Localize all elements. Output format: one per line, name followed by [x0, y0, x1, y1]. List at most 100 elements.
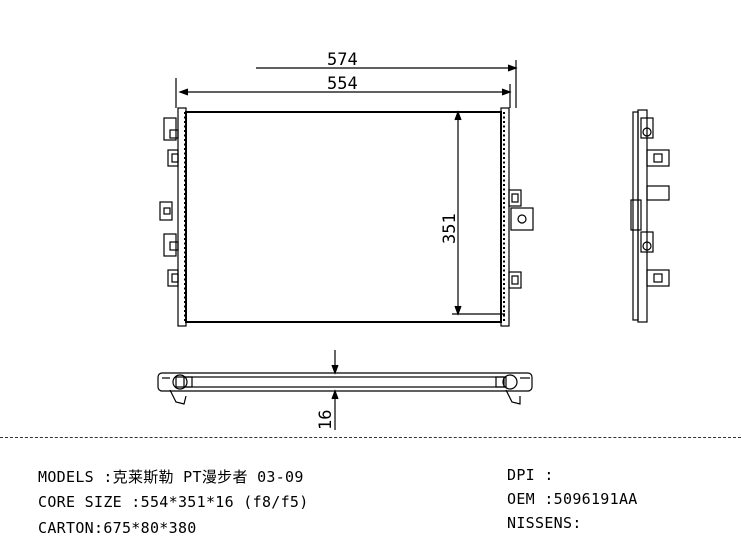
side-view [630, 109, 670, 323]
fin-mark [184, 292, 186, 294]
oem-text: OEM :5096191AA [507, 490, 638, 508]
fin-mark [503, 224, 505, 227]
fin-mark [503, 274, 505, 276]
front-view [159, 60, 534, 327]
fin-mark [503, 247, 505, 249]
fin-mark [503, 292, 505, 294]
fin-mark [184, 175, 186, 177]
fin-mark [184, 238, 186, 240]
fin-mark [184, 125, 186, 128]
fin-mark [184, 247, 186, 249]
dpi-text: DPI : [507, 466, 554, 484]
fin-mark [503, 193, 505, 195]
fin-mark [184, 116, 186, 119]
fin-mark [184, 152, 186, 155]
fin-mark [503, 215, 505, 218]
fin-mark [184, 197, 186, 200]
fin-mark [503, 112, 505, 114]
fin-mark [503, 134, 505, 137]
fin-mark [503, 116, 505, 119]
fin-mark [184, 143, 186, 146]
fin-mark [503, 121, 505, 123]
fin-mark [503, 256, 505, 258]
fin-mark [503, 143, 505, 146]
fin-mark [503, 197, 505, 200]
fin-mark [503, 260, 505, 263]
fin-mark [184, 166, 186, 168]
fin-mark [184, 224, 186, 227]
fin-mark [503, 287, 505, 290]
fin-mark [503, 211, 505, 213]
fin-mark [184, 112, 186, 114]
fin-mark [184, 278, 186, 281]
fin-mark [503, 283, 505, 285]
fin-mark [184, 296, 186, 299]
fin-mark [184, 134, 186, 137]
fin-mark [184, 229, 186, 231]
fin-mark [503, 319, 505, 321]
fin-mark [184, 319, 186, 321]
dimension-554-label: 554 [327, 74, 358, 94]
fin-mark [184, 215, 186, 218]
fin-mark [503, 202, 505, 204]
fin-mark [184, 170, 186, 173]
fin-mark [184, 139, 186, 141]
fin-mark [503, 305, 505, 308]
dimension-574-label: 574 [327, 50, 358, 70]
fin-mark [503, 220, 505, 222]
fin-mark [503, 314, 505, 317]
fin-mark [184, 121, 186, 123]
fin-mark [184, 256, 186, 258]
fin-mark [503, 139, 505, 141]
fin-mark [503, 251, 505, 254]
fin-mark [184, 265, 186, 267]
fin-mark [184, 188, 186, 191]
fin-mark [503, 206, 505, 209]
fin-mark [184, 305, 186, 308]
fin-mark [503, 184, 505, 186]
fin-mark [184, 206, 186, 209]
fin-mark [503, 161, 505, 164]
fin-mark [184, 251, 186, 254]
fin-mark [184, 260, 186, 263]
fin-mark [184, 130, 186, 132]
fin-mark [503, 130, 505, 132]
fin-mark [503, 157, 505, 159]
fin-mark [184, 148, 186, 150]
fin-mark [184, 211, 186, 213]
fin-mark [503, 242, 505, 245]
core-size-text: CORE SIZE :554*351*16 (f8/f5) [38, 493, 309, 511]
fin-mark [503, 238, 505, 240]
fin-mark [503, 265, 505, 267]
fin-mark [503, 170, 505, 173]
fin-mark [184, 157, 186, 159]
fin-mark [184, 202, 186, 204]
fin-mark [503, 148, 505, 150]
fin-mark [184, 269, 186, 272]
fin-mark [184, 283, 186, 285]
fin-mark [503, 278, 505, 281]
fin-mark [184, 193, 186, 195]
nissens-text: NISSENS: [507, 514, 582, 532]
fin-mark [184, 184, 186, 186]
top-view [157, 350, 533, 430]
carton-text: CARTON:675*80*380 [38, 519, 197, 537]
condenser-technical-drawing: 574 554 351 16 [157, 50, 670, 430]
section-divider [0, 437, 741, 438]
fin-mark [184, 314, 186, 317]
fin-mark [503, 269, 505, 272]
fin-mark [503, 310, 505, 312]
fin-mark [184, 301, 186, 303]
dimension-351-label: 351 [440, 213, 460, 244]
fin-mark [503, 175, 505, 177]
fin-mark [503, 152, 505, 155]
fin-mark [503, 188, 505, 191]
fin-mark [503, 229, 505, 231]
fin-mark [503, 125, 505, 128]
fin-mark [503, 296, 505, 299]
fin-mark [184, 287, 186, 290]
fin-mark [503, 233, 505, 236]
fin-mark [184, 274, 186, 276]
fin-mark [503, 179, 505, 182]
fin-mark [184, 220, 186, 222]
